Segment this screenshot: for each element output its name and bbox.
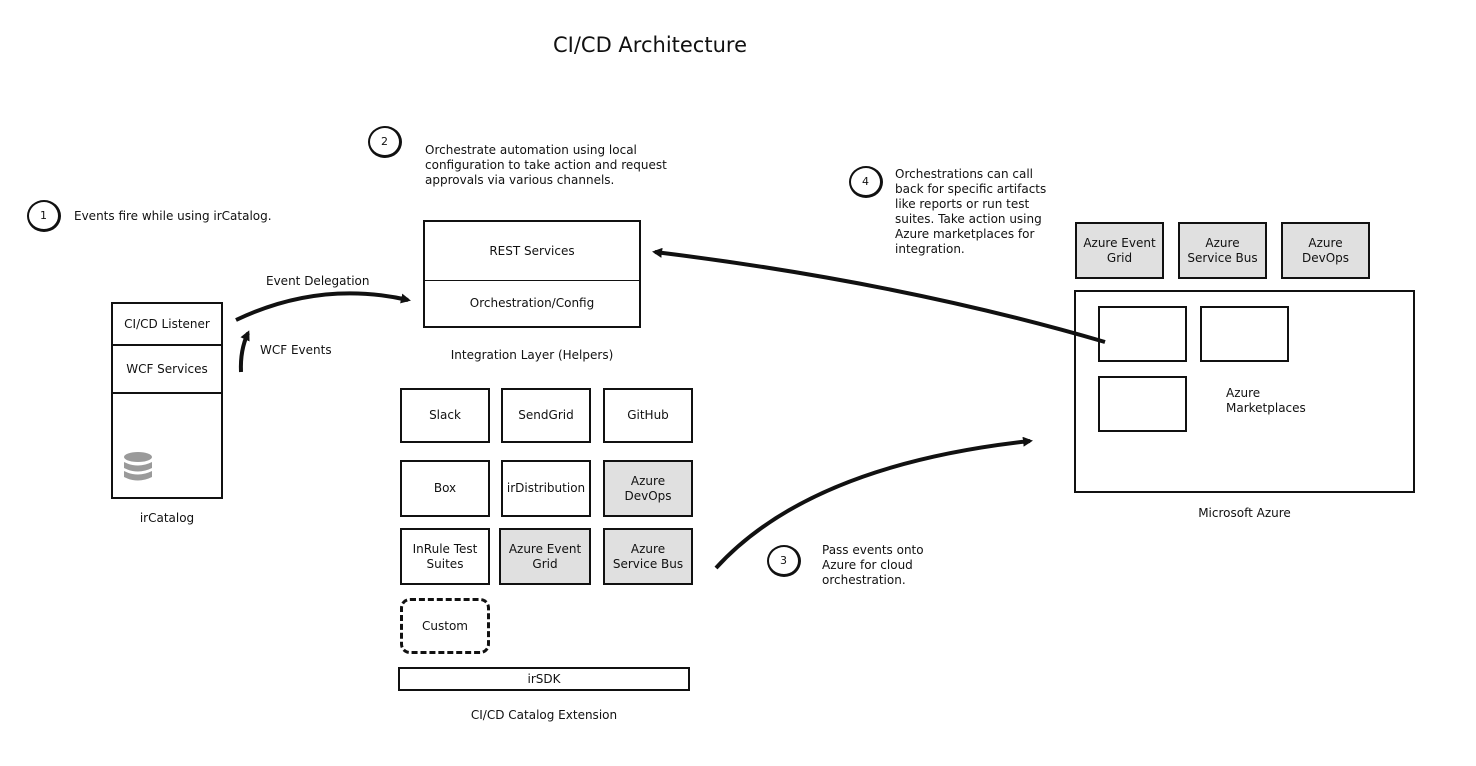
tile-github: GitHub (603, 388, 693, 443)
event-delegation-arrow (235, 291, 411, 322)
azure-service-bus-service: Azure Service Bus (1178, 222, 1267, 279)
azure-marketplaces-label: Azure Marketplaces (1226, 386, 1306, 415)
tile-azure-devops: Azure DevOps (603, 460, 693, 517)
pass-events-arrow (714, 436, 1033, 570)
tile-slack: Slack (400, 388, 490, 443)
integration-layer-caption: Integration Layer (Helpers) (450, 348, 614, 362)
tile-irdistribution: irDistribution (501, 460, 591, 517)
wcf-events-label: WCF Events (260, 343, 332, 357)
azure-callback-arrow (652, 247, 1106, 344)
orchestration-config-box: Orchestration/Config (423, 280, 641, 328)
step-2-text: Orchestrate automation using local confi… (425, 143, 667, 187)
step-4-badge: 4 (849, 166, 883, 198)
tile-azure-event-grid: Azure Event Grid (499, 528, 591, 585)
ircatalog-caption: irCatalog (139, 511, 195, 525)
step-3-text: Pass events onto Azure for cloud orchest… (822, 543, 924, 587)
marketplace-slot-3 (1098, 376, 1187, 432)
event-delegation-label: Event Delegation (266, 274, 370, 288)
marketplace-slot-2 (1200, 306, 1289, 362)
tile-custom: Custom (400, 598, 490, 654)
wcf-services-box: WCF Services (111, 344, 223, 394)
wcf-events-arrow (238, 330, 250, 373)
page-title: CI/CD Architecture (552, 33, 747, 57)
step-3-badge: 3 (767, 545, 801, 577)
cicd-listener-box: CI/CD Listener (111, 302, 223, 346)
step-4-text: Orchestrations can call back for specifi… (895, 167, 1047, 256)
step-1-badge: 1 (27, 200, 61, 232)
tile-sendgrid: SendGrid (501, 388, 591, 443)
irsdk-bar: irSDK (398, 667, 690, 691)
tile-azure-service-bus: Azure Service Bus (603, 528, 693, 585)
microsoft-azure-caption: Microsoft Azure (1198, 506, 1291, 520)
azure-devops-service: Azure DevOps (1281, 222, 1370, 279)
azure-event-grid-service: Azure Event Grid (1075, 222, 1164, 279)
tile-box: Box (400, 460, 490, 517)
database-icon (124, 452, 152, 481)
marketplace-slot-1 (1098, 306, 1187, 362)
step-1-text: Events fire while using irCatalog. (74, 209, 272, 223)
tile-inrule-test-suites: InRule Test Suites (400, 528, 490, 585)
catalog-extension-caption: CI/CD Catalog Extension (470, 708, 618, 722)
step-2-badge: 2 (368, 126, 402, 158)
rest-services-box: REST Services (423, 220, 641, 281)
